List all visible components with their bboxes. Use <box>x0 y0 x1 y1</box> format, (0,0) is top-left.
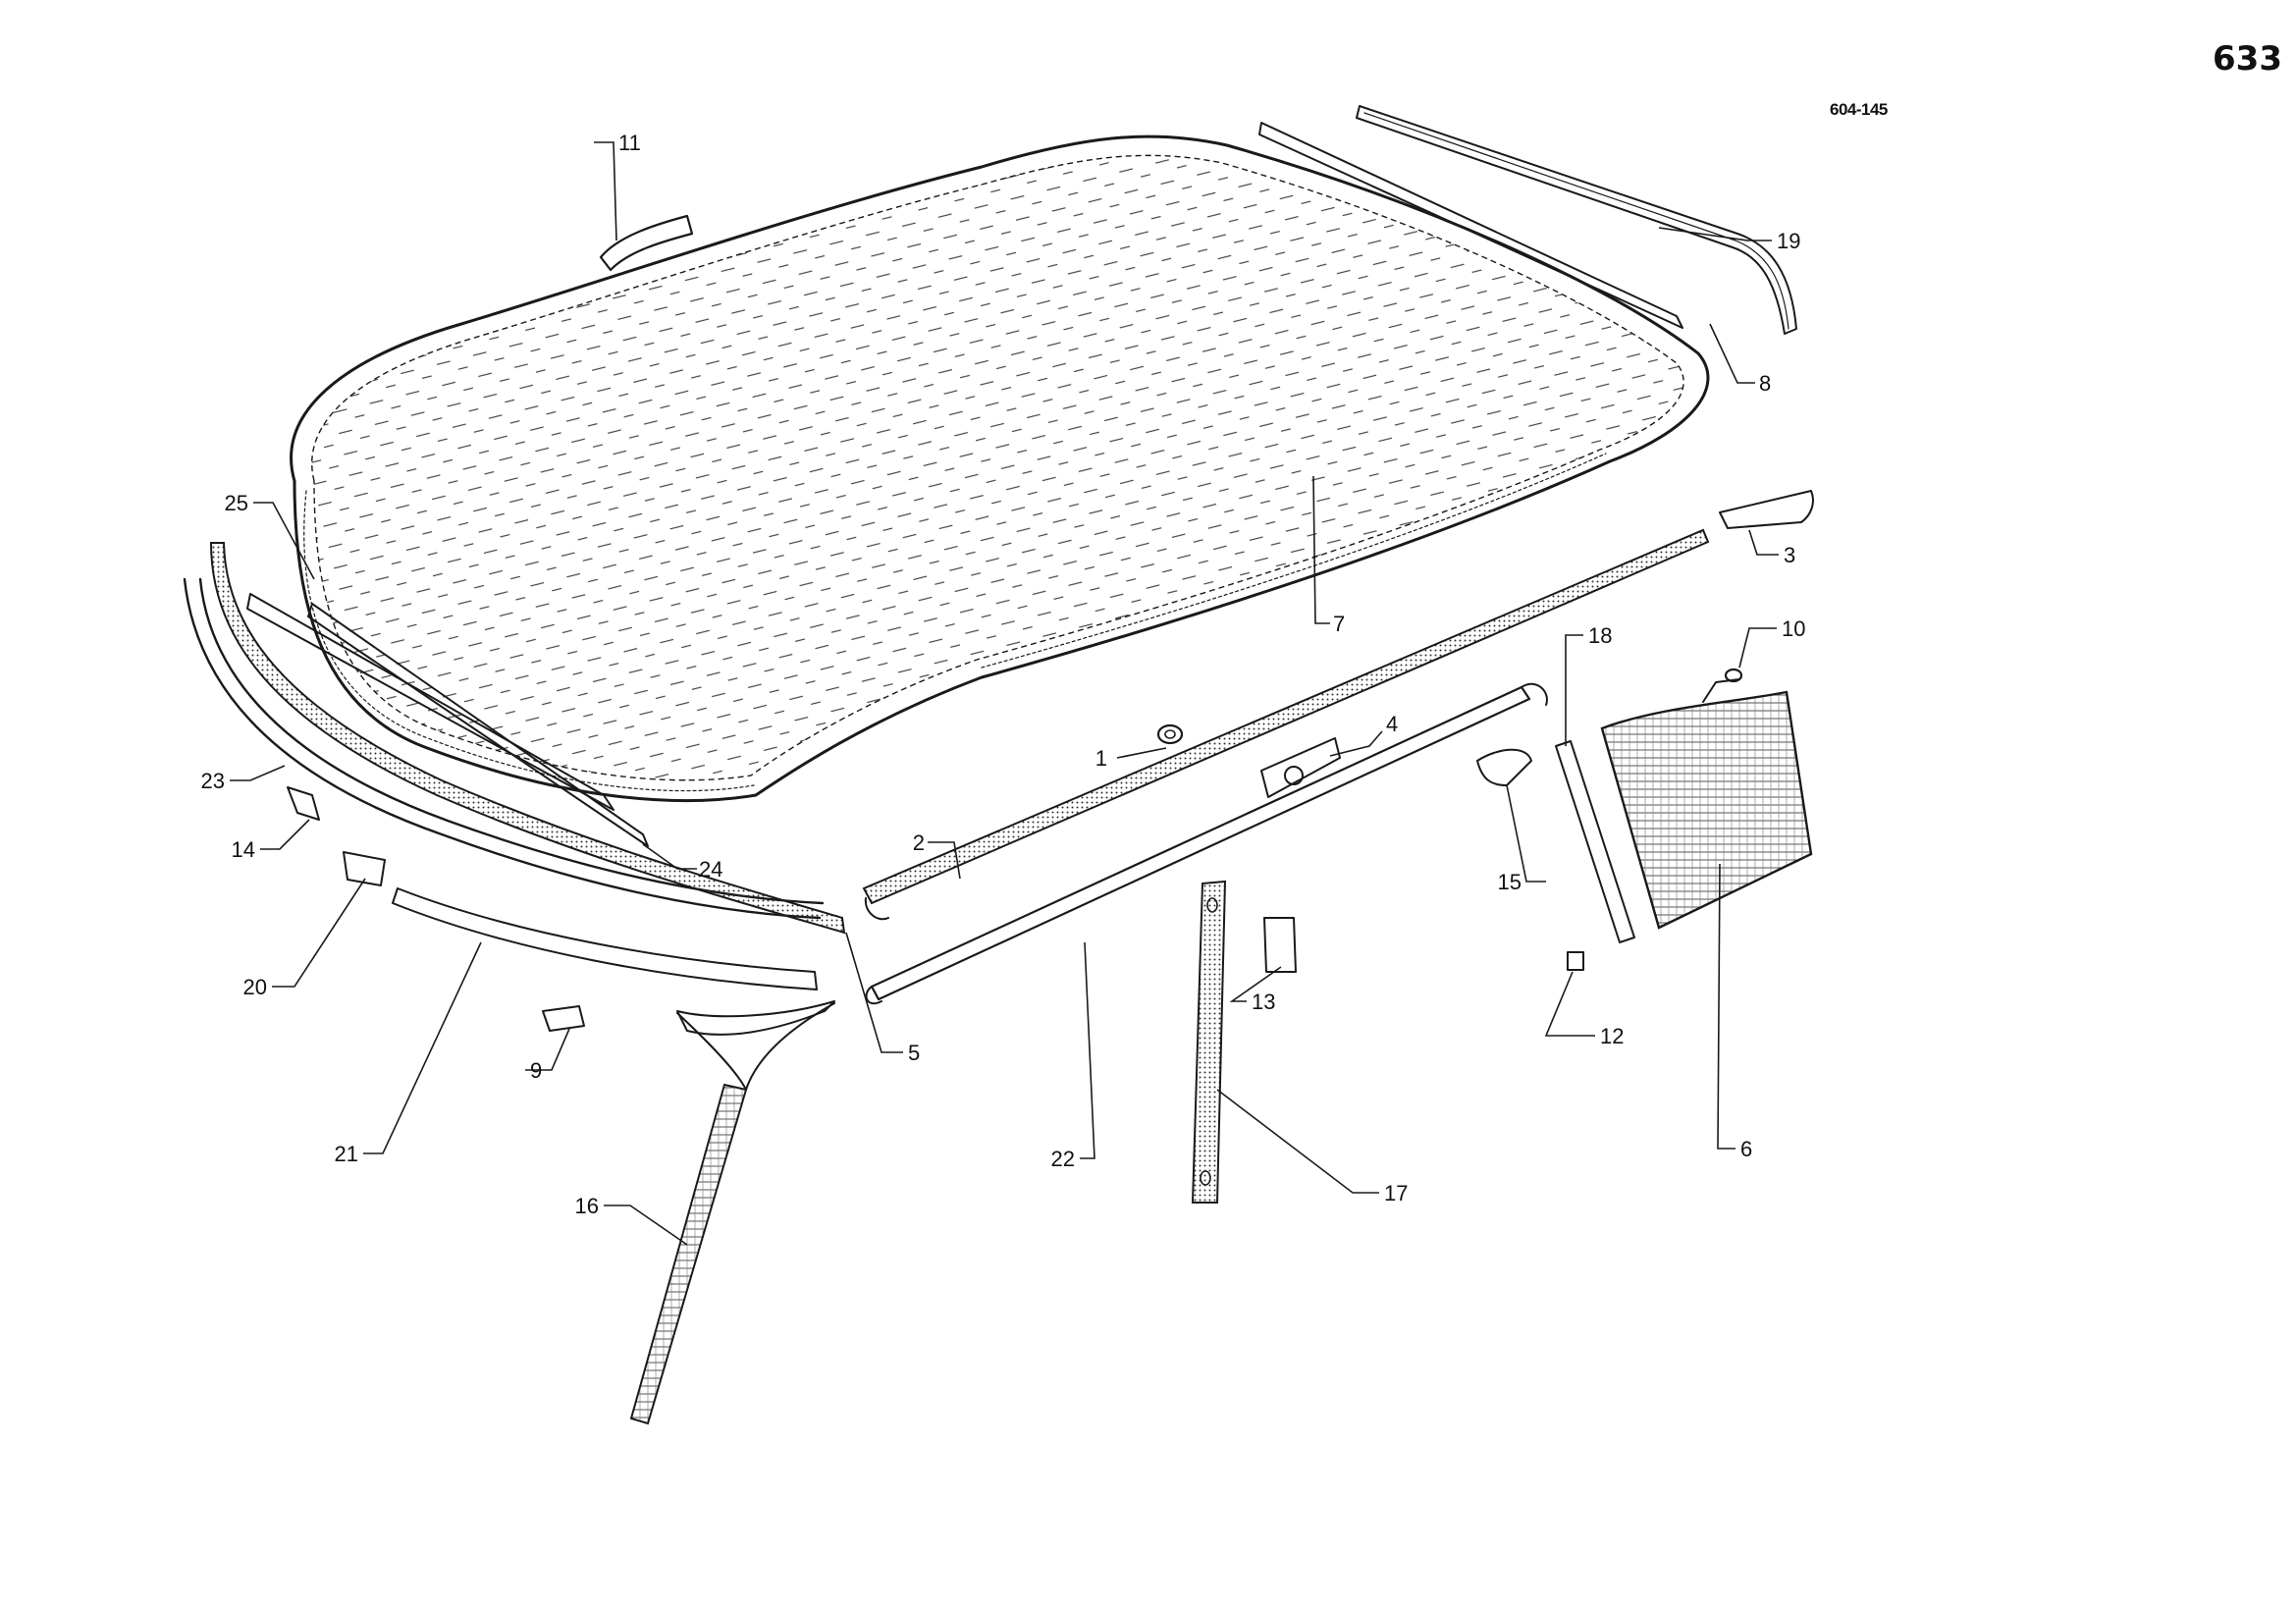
callout-24: 24 <box>699 857 722 882</box>
molding-clip-plate <box>1260 737 1341 798</box>
callout-8: 8 <box>1759 371 1771 396</box>
pillar-clip <box>1263 917 1297 973</box>
roof-molding-strip <box>1356 105 1797 335</box>
callout-5: 5 <box>908 1041 920 1065</box>
callout-labels: 1 2 3 4 5 6 7 8 9 10 11 12 13 14 15 16 1… <box>201 131 1806 1218</box>
lower-outer-molding-right <box>865 682 1548 1005</box>
callout-10: 10 <box>1782 616 1805 641</box>
callout-15: 15 <box>1498 870 1522 894</box>
rear-window-glass <box>290 134 1710 803</box>
small-clip <box>1567 951 1584 971</box>
callout-19: 19 <box>1777 229 1800 253</box>
upper-seal-strip <box>1258 122 1683 329</box>
corner-end-cap <box>1719 490 1814 529</box>
mounting-plate <box>542 1005 585 1032</box>
callout-23: 23 <box>201 769 225 793</box>
pillar-trim-center <box>1191 880 1227 1204</box>
callout-21: 21 <box>335 1142 358 1166</box>
callout-13: 13 <box>1252 990 1275 1014</box>
callout-11: 11 <box>618 131 641 155</box>
inner-trim-rail <box>246 593 649 847</box>
callout-9: 9 <box>530 1058 542 1083</box>
callout-3: 3 <box>1784 543 1795 567</box>
callout-7: 7 <box>1333 612 1345 636</box>
callout-16: 16 <box>575 1194 599 1218</box>
callout-14: 14 <box>232 837 255 862</box>
pillar-trim-left <box>629 1083 748 1425</box>
callout-20: 20 <box>243 975 267 999</box>
page-number: 633 <box>2213 39 2282 79</box>
molding-bracket <box>343 851 386 886</box>
callout-18: 18 <box>1588 623 1612 648</box>
window-seal-rubber-lower <box>209 542 846 935</box>
grommet <box>1156 723 1184 745</box>
callout-4: 4 <box>1386 712 1398 736</box>
corner-seal-piece <box>599 214 694 272</box>
callout-1: 1 <box>1095 746 1107 771</box>
trim-clip-right <box>1476 748 1532 786</box>
callout-2: 2 <box>913 830 925 855</box>
callout-22: 22 <box>1051 1147 1075 1171</box>
callout-17: 17 <box>1384 1181 1408 1205</box>
leader-lines <box>230 141 1779 1246</box>
callout-25: 25 <box>225 491 248 515</box>
figure-code: 604-145 <box>1830 100 1888 119</box>
retaining-clip <box>287 786 320 821</box>
window-seal-rubber-right <box>862 528 1710 921</box>
callout-12: 12 <box>1600 1024 1624 1048</box>
callout-6: 6 <box>1740 1137 1752 1161</box>
washer <box>1724 668 1743 683</box>
quarter-window-panel <box>1600 678 1813 930</box>
